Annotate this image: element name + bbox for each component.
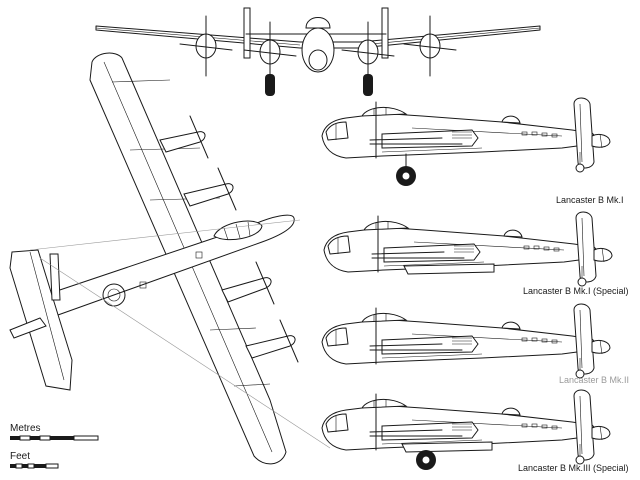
front-view — [95, 7, 541, 96]
plan-view — [9, 52, 331, 465]
scale-label-feet: Feet — [10, 451, 31, 462]
label-mk1-special: Lancaster B Mk.I (Special) — [523, 286, 629, 296]
side-view-mk2 — [321, 303, 611, 379]
side-view-mk3-special — [321, 389, 611, 471]
side-view-mk1 — [321, 97, 611, 187]
label-mk3-special: Lancaster B Mk.III (Special) — [518, 463, 629, 473]
label-mk2: Lancaster B Mk.II — [559, 375, 630, 385]
scale-bars — [10, 435, 99, 469]
scale-label-metres: Metres — [10, 423, 41, 434]
label-mk1: Lancaster B Mk.I — [556, 195, 624, 205]
side-view-mk1-special — [323, 211, 613, 287]
